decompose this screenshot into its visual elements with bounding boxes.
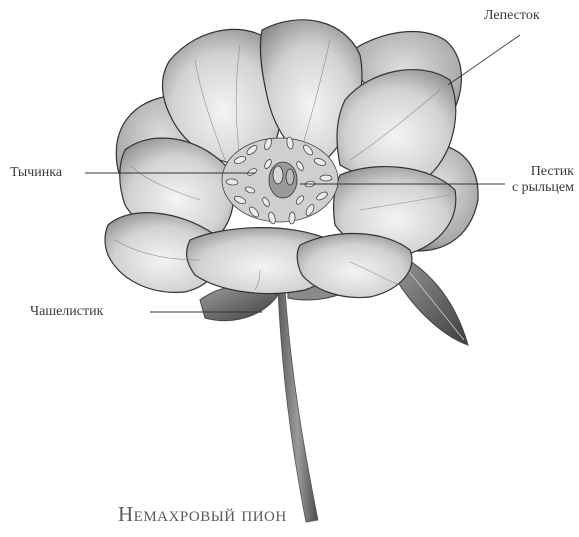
label-pistil: Пестик с рыльцем <box>482 164 574 196</box>
pistil <box>269 162 297 198</box>
label-sepal: Чашелистик <box>30 304 103 320</box>
caption-title: Немахровый пион <box>118 502 287 527</box>
label-pistil-line2: с рыльцем <box>482 180 574 196</box>
label-petal: Лепесток <box>484 8 540 24</box>
label-pistil-line1: Пестик <box>482 164 574 180</box>
label-stamen: Тычинка <box>10 165 62 181</box>
stem <box>278 290 318 522</box>
